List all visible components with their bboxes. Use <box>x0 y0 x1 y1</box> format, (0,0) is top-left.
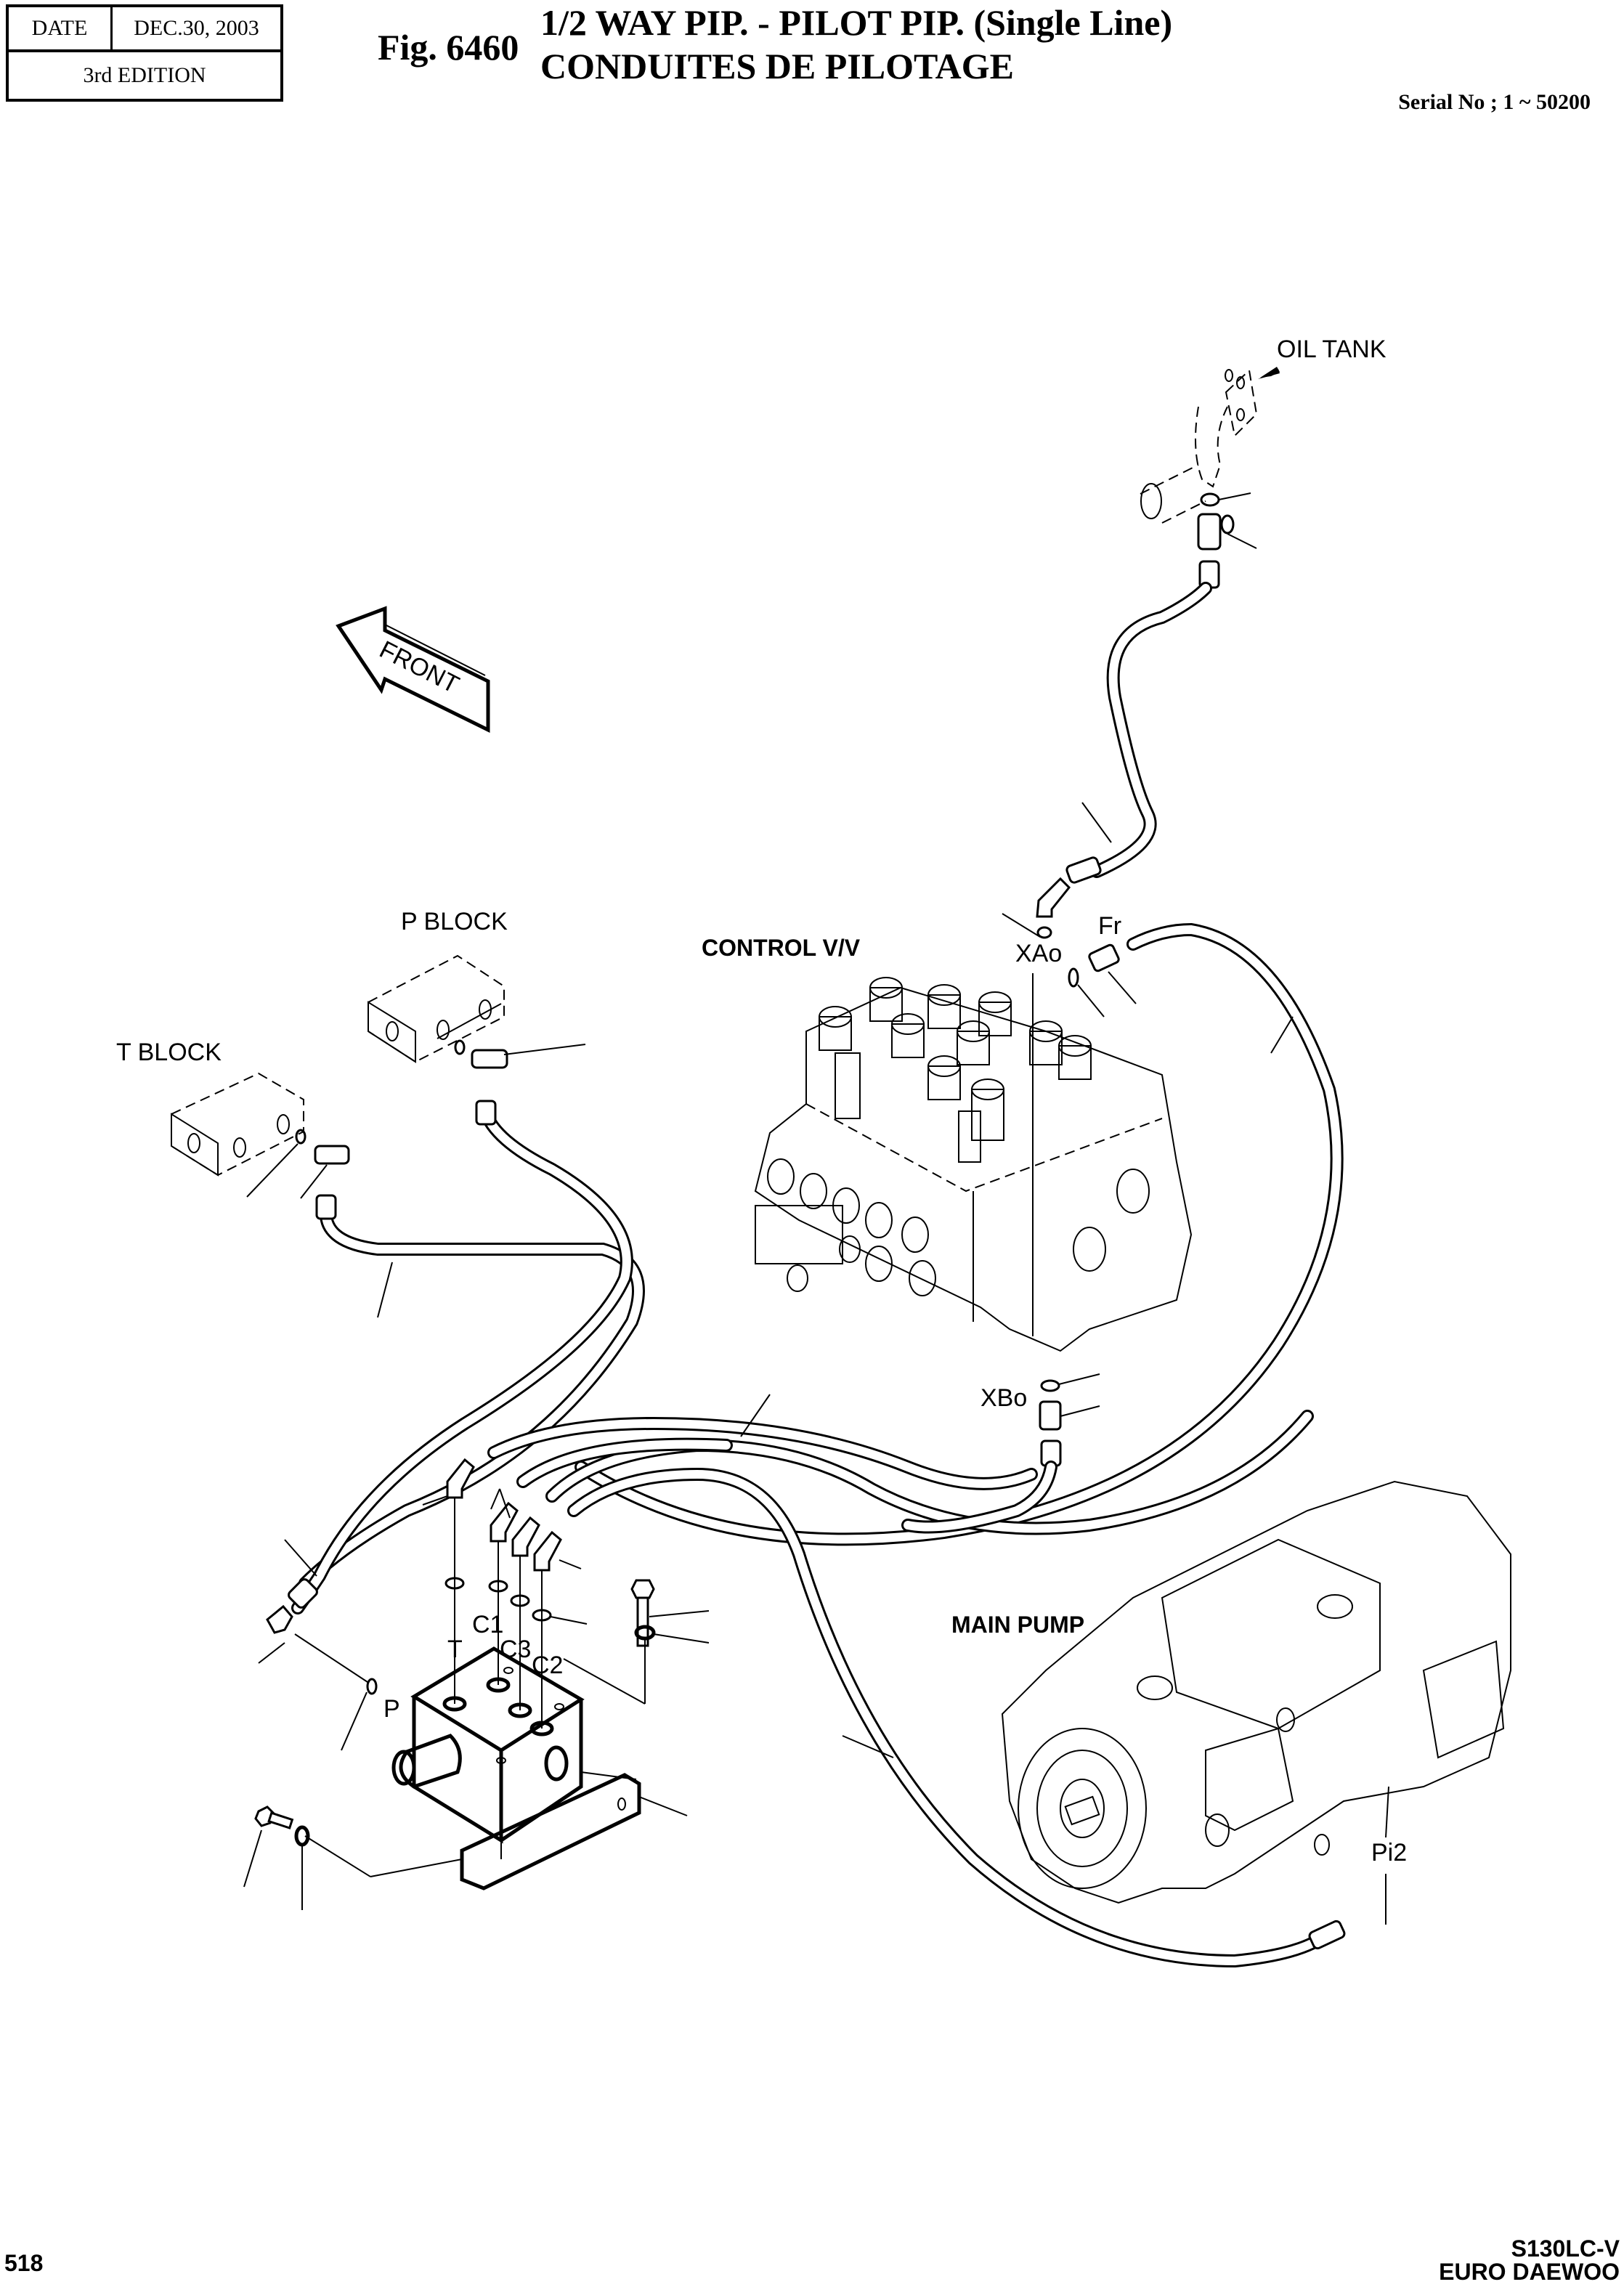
hose-oil-tank-to-xao <box>1065 582 1212 884</box>
elbow-fitting <box>490 1501 519 1543</box>
p-block <box>368 954 505 1063</box>
o-ring <box>454 1039 466 1055</box>
tee-fitting-p-block <box>471 1049 508 1069</box>
adapter-fitting-xbo <box>1039 1400 1062 1431</box>
main-pump <box>1001 1480 1511 1904</box>
page-number: 518 <box>4 2250 44 2276</box>
o-ring <box>1068 967 1079 988</box>
port-c2-label: C2 <box>532 1652 563 1679</box>
port-fr-label: Fr <box>1098 912 1121 940</box>
model-info: S130LC-V EURO DAEWOO <box>1439 2237 1620 2283</box>
pilot-manifold-block <box>391 1646 585 1844</box>
o-ring <box>488 1580 508 1593</box>
date-value: DEC.30, 2003 <box>134 16 259 40</box>
port-c3-label: C3 <box>500 1636 531 1663</box>
o-ring <box>1040 1379 1060 1392</box>
port-xbo-label: XBo <box>981 1384 1027 1412</box>
bolt-small <box>254 1805 294 1829</box>
oil-tank-fitting <box>1140 362 1280 524</box>
tee-fitting <box>1197 513 1222 551</box>
o-ring <box>1036 926 1052 939</box>
o-ring <box>366 1678 378 1695</box>
o-ring <box>444 1577 465 1590</box>
model-name: S130LC-V <box>1511 2235 1620 2262</box>
main-pump-label: MAIN PUMP <box>951 1612 1084 1638</box>
page-title-english: 1/2 WAY PIP. - PILOT PIP. (Single Line) <box>540 2 1173 43</box>
adapter-fitting-fr <box>1088 943 1120 972</box>
hose-fitting-pi2 <box>1308 1920 1346 1950</box>
elbow-fitting <box>446 1458 475 1499</box>
bolt <box>630 1579 655 1647</box>
elbow-fitting <box>533 1530 562 1572</box>
o-ring <box>1200 492 1220 507</box>
o-ring <box>295 1129 306 1145</box>
t-block-label: T BLOCK <box>116 1039 222 1066</box>
o-ring <box>532 1609 552 1622</box>
p-block-label: P BLOCK <box>401 908 508 935</box>
port-pi2-label: Pi2 <box>1371 1839 1407 1867</box>
port-p-label: P <box>383 1695 400 1723</box>
control-valve-label: CONTROL V/V <box>702 935 861 961</box>
arrow-to-oil-tank-icon <box>1258 362 1280 379</box>
elbow-fitting-xao <box>1036 877 1071 918</box>
t-block <box>171 1072 304 1177</box>
spool-caps <box>819 977 1092 1163</box>
front-direction-arrow <box>336 606 490 734</box>
valve-ports <box>755 1158 1150 1296</box>
brand-name: EURO DAEWOO <box>1439 2259 1620 2285</box>
oil-tank-label: OIL TANK <box>1277 336 1387 363</box>
date-label: DATE <box>9 7 113 49</box>
date-edition-box: DATE DEC.30, 2003 3rd EDITION <box>6 4 283 102</box>
page-title-french: CONDUITES DE PILOTAGE <box>540 46 1014 86</box>
elbow-fitting <box>511 1516 540 1557</box>
hose-bundle-manifold <box>487 1410 1336 1968</box>
figure-number: Fig. 6460 <box>378 27 519 68</box>
edition-label: 3rd EDITION <box>83 63 206 87</box>
mounting-bracket <box>460 1773 641 1890</box>
o-ring <box>510 1594 530 1607</box>
hose-p-block <box>291 1105 633 1614</box>
front-label: FRONT <box>375 635 463 699</box>
hose-fr-to-return <box>575 922 1344 1546</box>
hose-t-block <box>299 1199 645 1590</box>
serial-range: Serial No ; 1 ~ 50200 <box>1398 90 1591 114</box>
tee-fitting-t-block <box>314 1145 350 1165</box>
control-valve <box>754 977 1193 1352</box>
port-xao-label: XAo <box>1015 940 1062 967</box>
